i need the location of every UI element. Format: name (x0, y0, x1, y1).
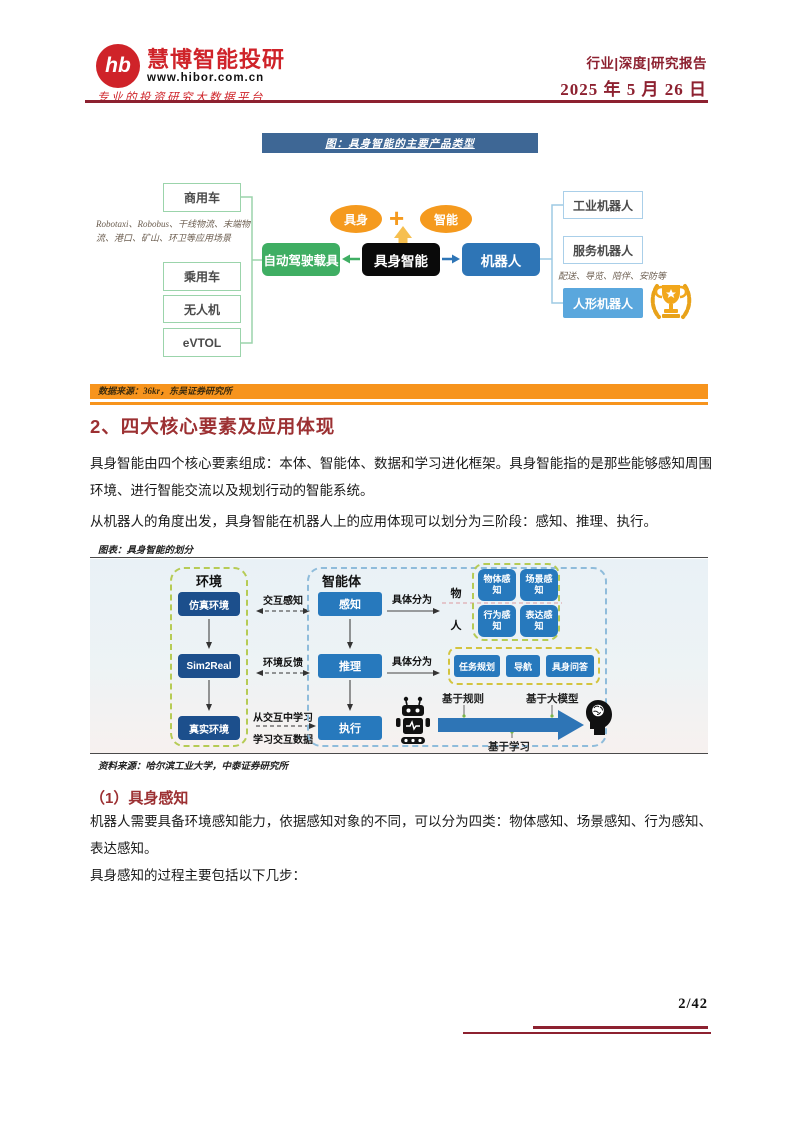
box-scene-perception: 场景感知 (520, 569, 558, 601)
orange-divider (90, 402, 708, 405)
robot-icon (396, 696, 430, 744)
box-reasoning: 推理 (318, 654, 382, 678)
oval-intelligence: 智能 (420, 205, 472, 233)
label-learn-interaction-data: 学习交互数据 (253, 735, 313, 746)
box-sim-env: 仿真环境 (178, 592, 240, 616)
box-embodied-ai: 具身智能 (362, 243, 440, 276)
figure2-top-border (90, 557, 708, 558)
environment-group (170, 567, 248, 747)
figure2-caption: 图表：具身智能的划分 (98, 546, 194, 556)
box-humanoid-robot: 人形机器人 (563, 288, 643, 318)
label-divided-into-1: 具体分为 (392, 595, 432, 606)
box-commercial-vehicle: 商用车 (163, 183, 241, 212)
section-2-1-heading: （1）具身感知 (90, 790, 189, 807)
figure2-source: 资料来源：哈尔滨工业大学，中泰证券研究所 (98, 762, 289, 772)
section-2-paragraph-2: 从机器人的角度出发，具身智能在机器人上的应用体现可以划分为三阶段：感知、推理、执… (90, 514, 657, 529)
report-date: 2025 年 5 月 26 日 (560, 80, 707, 99)
box-task-planning: 任务规划 (454, 655, 500, 677)
plus-sign: + (389, 203, 405, 233)
figure1-diagram: 商用车 Robotaxi、Robobus、干线物流、末端物流、港口、矿山、环卫等… (90, 158, 708, 384)
box-passenger-vehicle: 乘用车 (163, 262, 241, 291)
footer-divider-thick (533, 1026, 708, 1029)
box-expression-perception: 表达感知 (520, 605, 558, 637)
box-robot: 机器人 (462, 243, 540, 276)
brand-name: 慧博智能投研 (147, 47, 286, 72)
reasoning-types-group (448, 647, 600, 685)
section-2-heading: 2、四大核心要素及应用体现 (90, 416, 336, 437)
right-note: 配送、导览、陪伴、安防等 (558, 271, 667, 281)
label-learning-based: 基于学习 (488, 741, 530, 753)
box-sim2real: Sim2Real (178, 654, 240, 678)
page-number: 2/42 (678, 996, 708, 1012)
agent-group (307, 567, 607, 747)
box-behavior-perception: 行为感知 (478, 605, 516, 637)
left-note: Robotaxi、Robobus、干线物流、末端物流、港口、矿山、环卫等应用场景 (96, 219, 250, 243)
footer-divider-thin (463, 1032, 711, 1034)
oval-embodied: 具身 (330, 205, 382, 233)
figure1-source-bar: 数据来源：36kr，东吴证券研究所 (90, 384, 708, 399)
brand-website: www.hibor.com.cn (147, 72, 265, 84)
label-object: 物 (450, 588, 462, 600)
label-rule-based: 基于规则 (442, 693, 484, 705)
label-interactive-perception: 交互感知 (263, 596, 303, 607)
logo: hb 慧博智能投研 www.hibor.com.cn (96, 44, 285, 88)
figure2-bottom-border (90, 753, 708, 754)
box-perception: 感知 (318, 592, 382, 616)
box-execution: 执行 (318, 716, 382, 740)
section-2-paragraph-1: 具身智能由四个核心要素组成：本体、智能体、数据和学习进化框架。具身智能指的是那些… (90, 456, 712, 498)
box-industrial-robot: 工业机器人 (563, 191, 643, 219)
box-navigation: 导航 (506, 655, 540, 677)
box-service-robot: 服务机器人 (563, 236, 643, 264)
header-divider (85, 100, 708, 103)
brand-tagline: 专业的投资研究大数据平台 (97, 92, 265, 104)
figure2-diagram: 环境 仿真环境 Sim2Real 真实环境 交互感知 环境反馈 从交互中学习 学… (90, 559, 708, 753)
header-meta: 行业|深度|研究报告 2025 年 5 月 26 日 (560, 52, 707, 100)
brain-head-icon (586, 700, 612, 735)
perception-types-group (472, 563, 560, 641)
label-person: 人 (450, 620, 462, 632)
label-learn-from-interaction: 从交互中学习 (253, 713, 313, 724)
report-type: 行业|深度|研究报告 (586, 56, 707, 71)
label-env-feedback: 环境反馈 (263, 658, 303, 669)
figure1-title: 图：具身智能的主要产品类型 (262, 133, 538, 153)
environment-title: 环境 (195, 574, 222, 589)
box-embodied-qa: 具身问答 (546, 655, 594, 677)
section-2-1-paragraph-1: 机器人需要具备环境感知能力，依据感知对象的不同，可以分为四类：物体感知、场景感知… (90, 814, 712, 856)
box-evtol: eVTOL (163, 328, 241, 357)
label-divided-into-2: 具体分为 (392, 657, 432, 668)
box-object-perception: 物体感知 (478, 569, 516, 601)
figure2-connectors (206, 602, 584, 740)
hb-logo-icon: hb (96, 44, 140, 88)
box-autonomous-vehicle: 自动驾驶载具 (262, 243, 340, 276)
box-drone: 无人机 (163, 295, 241, 323)
trophy-icon (650, 284, 692, 319)
label-large-model-based: 基于大模型 (526, 693, 579, 705)
execution-arrow (438, 710, 584, 740)
agent-title: 智能体 (322, 574, 362, 589)
section-2-1-paragraph-2: 具身感知的过程主要包括以下几步： (90, 868, 306, 883)
box-real-env: 真实环境 (178, 716, 240, 740)
